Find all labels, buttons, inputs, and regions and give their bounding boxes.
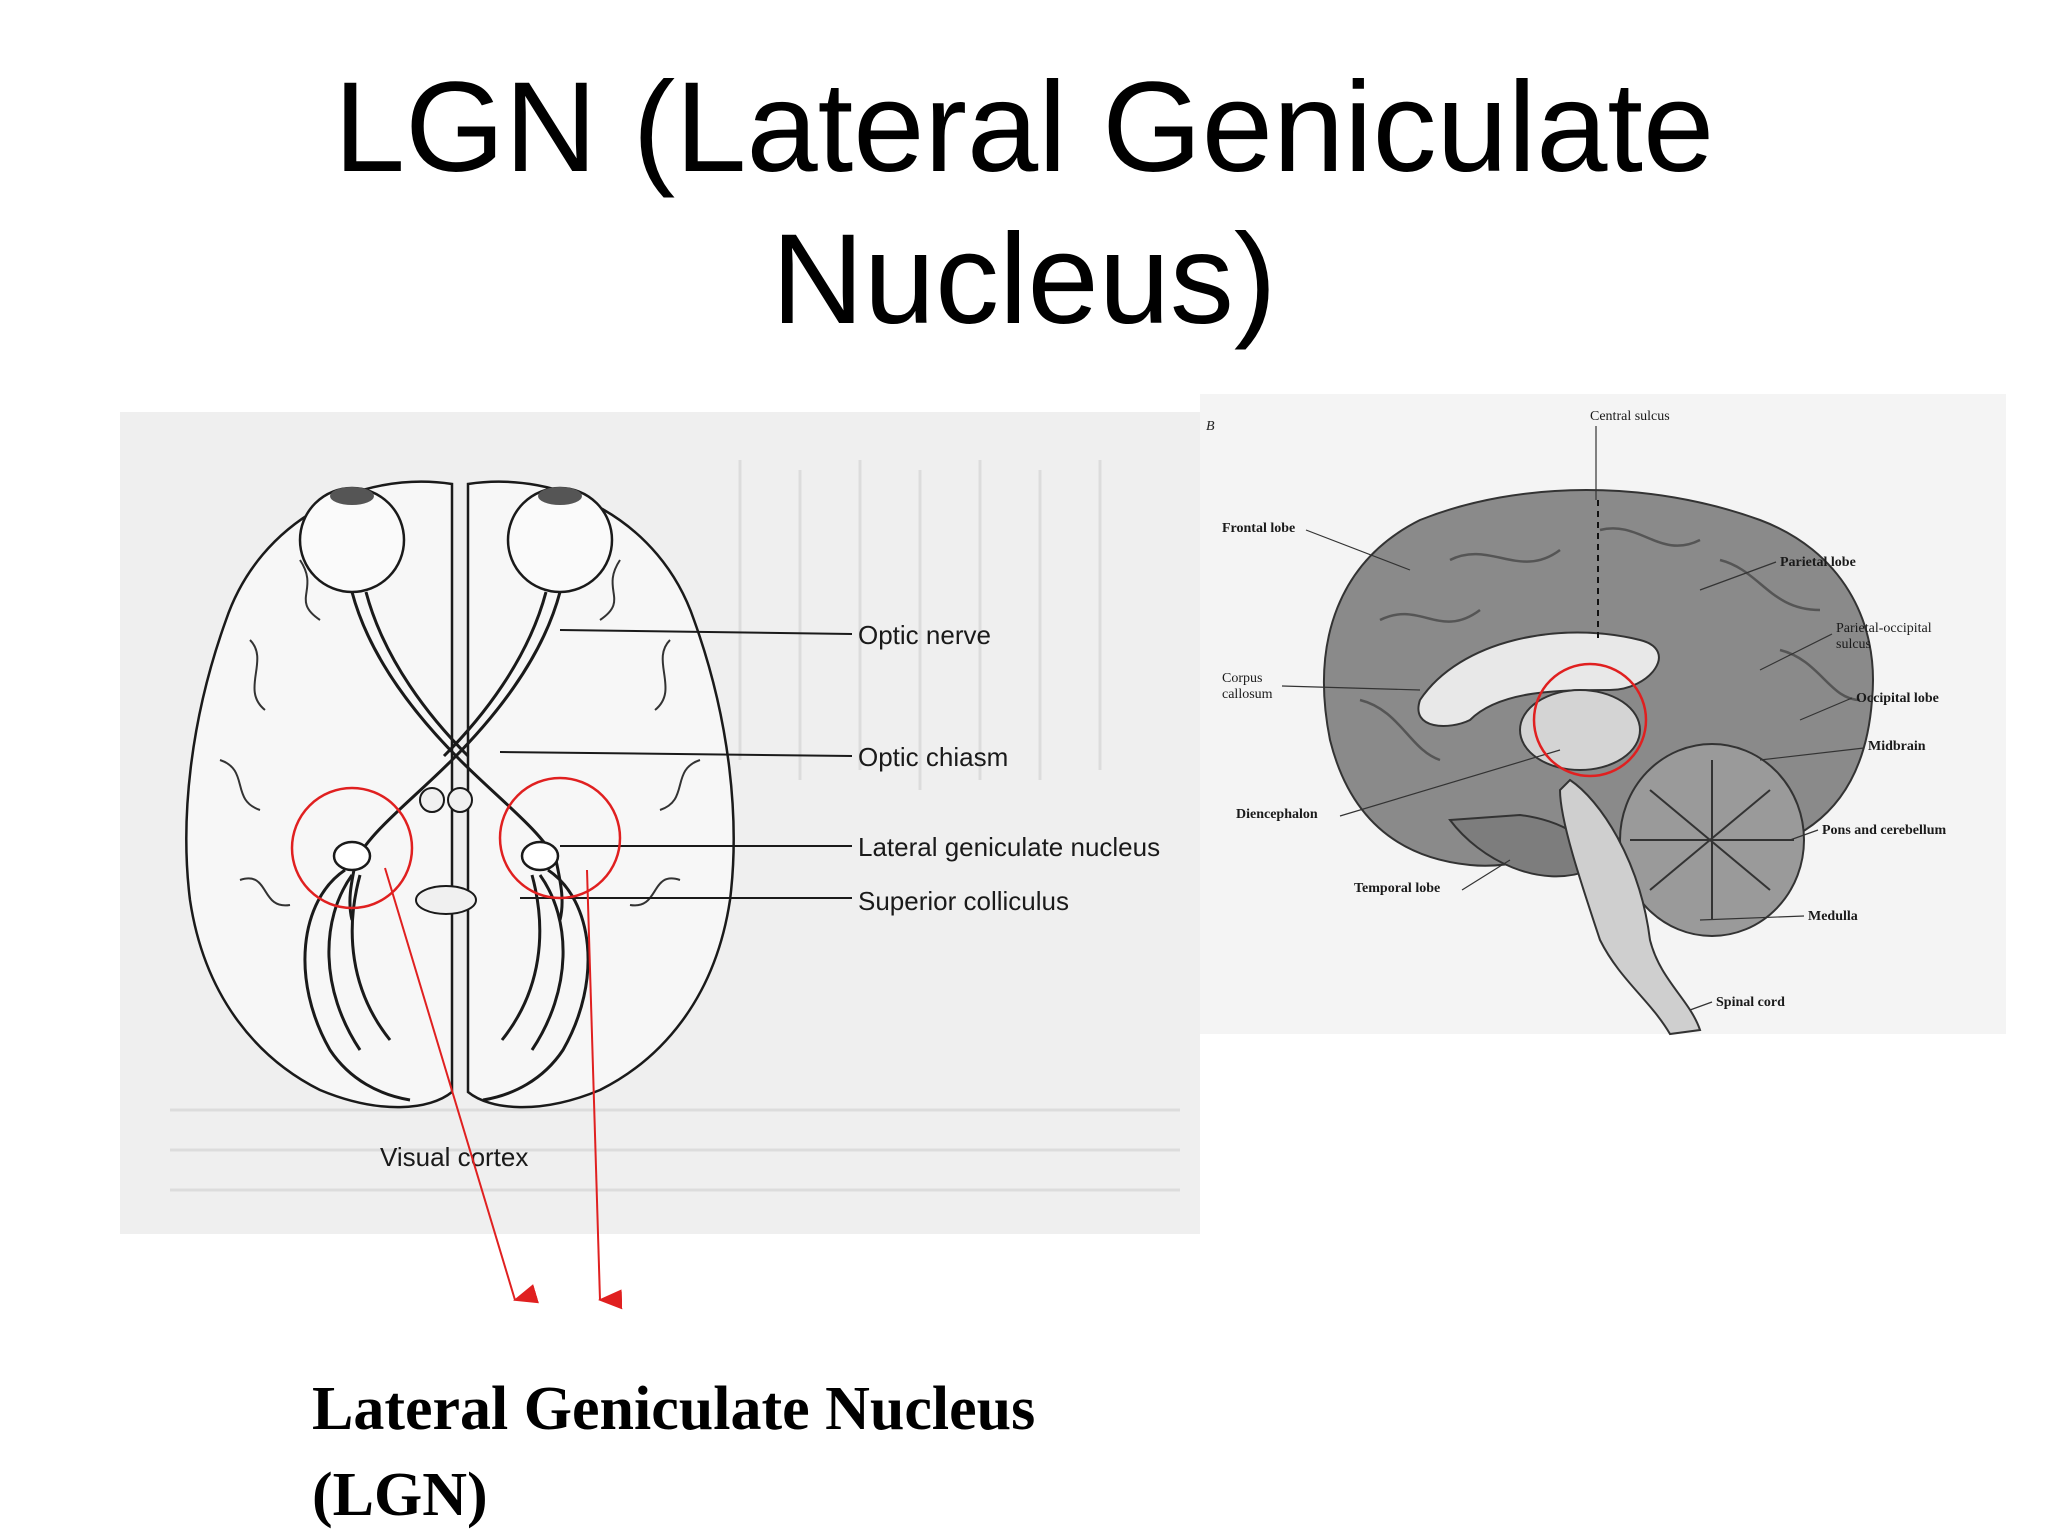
label-pons-cerebellum: Pons and cerebellum xyxy=(1822,823,1947,838)
cerebellum-folia xyxy=(1630,760,1794,920)
eye-lenses xyxy=(330,487,582,505)
label-optic-nerve: Optic nerve xyxy=(858,620,991,650)
title-line-2: Nucleus) xyxy=(771,208,1277,351)
right-figure-labels: Central sulcus Frontal lobe Parietal lob… xyxy=(1222,409,1947,1010)
label-callosum: callosum xyxy=(1222,687,1273,702)
label-optic-chiasm: Optic chiasm xyxy=(858,742,1008,772)
right-lgn-highlight xyxy=(498,776,622,900)
brain-gyri xyxy=(219,559,701,907)
brainstem xyxy=(415,787,477,915)
panel-letter: B xyxy=(1206,419,1215,434)
corpus-callosum xyxy=(1417,631,1660,727)
left-lgn-highlight xyxy=(290,786,414,910)
caption-line-1: Lateral Geniculate Nucleus xyxy=(312,1375,1036,1443)
lgn-highlight-circles xyxy=(290,776,622,910)
label-diencephalon: Diencephalon xyxy=(1236,807,1318,822)
left-figure-labels: Optic nerve Optic chiasm Lateral genicul… xyxy=(380,620,1160,1172)
label-superior-colliculus: Superior colliculus xyxy=(858,886,1069,916)
optic-radiations xyxy=(303,868,590,1102)
label-parietal-occipital-2: sulcus xyxy=(1836,637,1871,652)
label-midbrain: Midbrain xyxy=(1868,739,1926,754)
label-spinal-cord: Spinal cord xyxy=(1716,995,1785,1010)
sagittal-brain-figure: B xyxy=(1200,394,2006,1036)
arrow-left xyxy=(384,867,539,1304)
label-occipital-lobe: Occipital lobe xyxy=(1856,691,1939,706)
arrow-right xyxy=(586,869,623,1310)
visual-pathway-figure: Optic nerve Optic chiasm Lateral genicul… xyxy=(120,412,1200,1310)
background-texture xyxy=(170,460,1180,1192)
lgn-nuclei xyxy=(332,840,560,872)
caption-line-2: (LGN) xyxy=(312,1461,488,1529)
highlight-arrows xyxy=(384,867,623,1310)
label-parietal-occipital-1: Parietal-occipital xyxy=(1836,621,1932,636)
diencephalon xyxy=(1519,689,1641,771)
label-temporal-lobe: Temporal lobe xyxy=(1354,881,1440,896)
label-corpus: Corpus xyxy=(1222,671,1262,686)
thalamus-highlight xyxy=(1532,662,1648,778)
caption: Lateral Geniculate Nucleus (LGN) xyxy=(312,1366,1212,1538)
slide-title: LGN (Lateral Geniculate Nucleus) xyxy=(0,52,2048,356)
label-central-sulcus: Central sulcus xyxy=(1590,409,1670,424)
right-label-leaders xyxy=(1281,426,1865,1011)
label-parietal-lobe: Parietal lobe xyxy=(1780,555,1856,570)
label-lgn: Lateral geniculate nucleus xyxy=(858,832,1160,862)
label-leaders xyxy=(499,629,853,899)
label-frontal-lobe: Frontal lobe xyxy=(1222,521,1295,536)
label-visual-cortex: Visual cortex xyxy=(380,1142,528,1172)
label-medulla: Medulla xyxy=(1808,909,1858,924)
brainstem-spinal-cord xyxy=(1558,778,1702,1036)
title-line-1: LGN (Lateral Geniculate xyxy=(333,56,1715,199)
